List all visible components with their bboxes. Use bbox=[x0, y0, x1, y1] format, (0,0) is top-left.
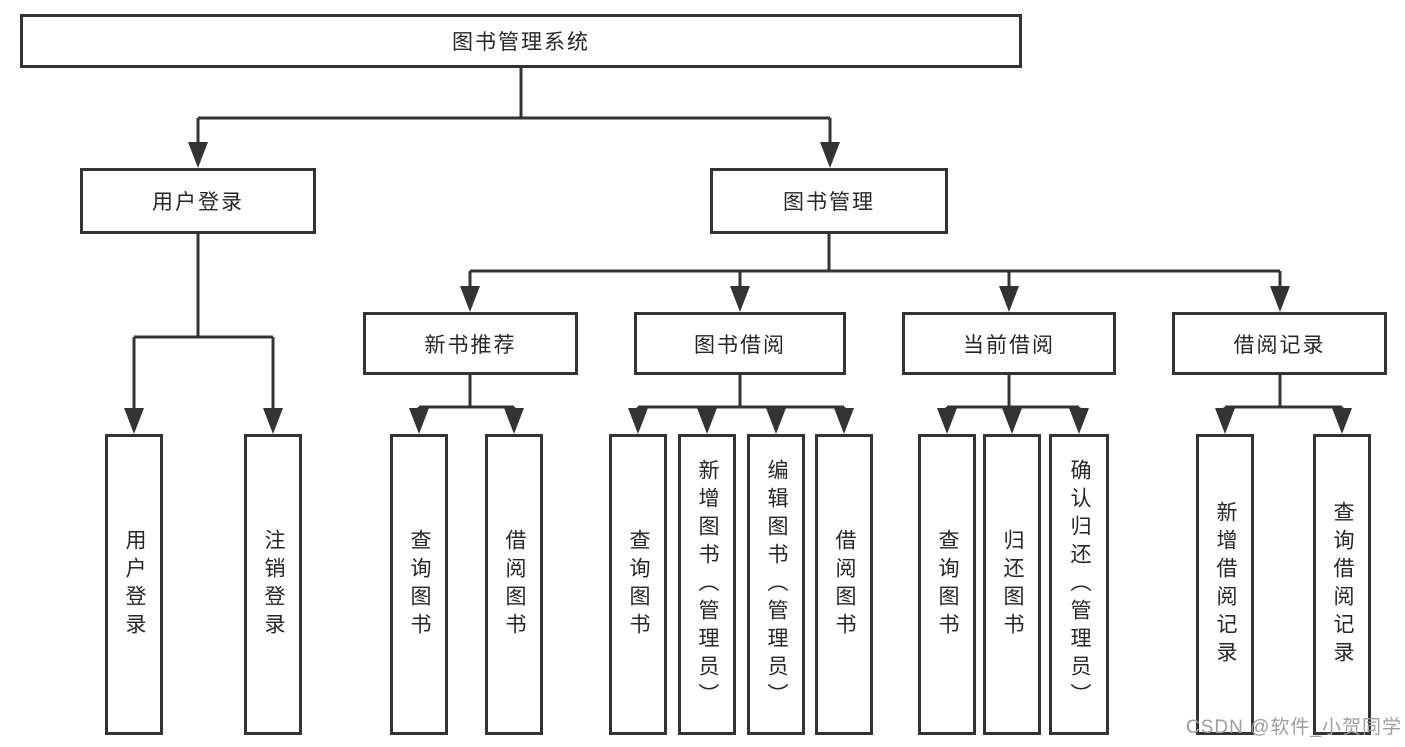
leaf-query-books-borrow-label: 查询图书 bbox=[627, 528, 651, 641]
leaf-add-borrow-record-label: 新增借阅记录 bbox=[1214, 500, 1238, 669]
leaf-query-books-current: 查询图书 bbox=[918, 434, 976, 735]
leaf-query-borrow-record: 查询借阅记录 bbox=[1313, 434, 1371, 735]
leaf-add-book-admin-label: 新增图书（管理员） bbox=[696, 458, 720, 711]
node-new-book-recommend: 新书推荐 bbox=[363, 312, 578, 375]
leaf-borrow-books-recommend-label: 借阅图书 bbox=[503, 528, 527, 641]
node-user-login: 用户登录 bbox=[80, 168, 316, 234]
node-borrow-records: 借阅记录 bbox=[1172, 312, 1387, 375]
leaf-user-login: 用户登录 bbox=[105, 434, 163, 735]
leaf-confirm-return-admin: 确认归还（管理员） bbox=[1049, 434, 1109, 735]
leaf-logout: 注销登录 bbox=[244, 434, 302, 735]
leaf-confirm-return-admin-label: 确认归还（管理员） bbox=[1068, 458, 1092, 711]
csdn-watermark: CSDN @软件_小贺同学 bbox=[1186, 717, 1402, 738]
node-root: 图书管理系统 bbox=[20, 14, 1022, 68]
leaf-query-books-borrow: 查询图书 bbox=[609, 434, 667, 735]
leaf-return-books-label: 归还图书 bbox=[1001, 528, 1025, 641]
leaf-query-books-current-label: 查询图书 bbox=[936, 528, 960, 641]
leaf-edit-book-admin-label: 编辑图书（管理员） bbox=[765, 458, 789, 711]
leaf-query-books-recommend: 查询图书 bbox=[390, 434, 448, 735]
leaf-return-books: 归还图书 bbox=[983, 434, 1041, 735]
node-current-borrow: 当前借阅 bbox=[902, 312, 1116, 375]
node-book-management: 图书管理 bbox=[710, 168, 948, 234]
node-book-borrow: 图书借阅 bbox=[634, 312, 846, 375]
leaf-add-book-admin: 新增图书（管理员） bbox=[678, 434, 736, 735]
leaf-borrow-books-borrow-label: 借阅图书 bbox=[833, 528, 857, 641]
leaf-borrow-books-borrow: 借阅图书 bbox=[815, 434, 873, 735]
leaf-edit-book-admin: 编辑图书（管理员） bbox=[747, 434, 805, 735]
leaf-user-login-label: 用户登录 bbox=[123, 528, 147, 641]
leaf-add-borrow-record: 新增借阅记录 bbox=[1196, 434, 1254, 735]
leaf-query-borrow-record-label: 查询借阅记录 bbox=[1331, 500, 1355, 669]
leaf-borrow-books-recommend: 借阅图书 bbox=[485, 434, 543, 735]
leaf-query-books-recommend-label: 查询图书 bbox=[408, 528, 432, 641]
leaf-logout-label: 注销登录 bbox=[262, 528, 286, 641]
